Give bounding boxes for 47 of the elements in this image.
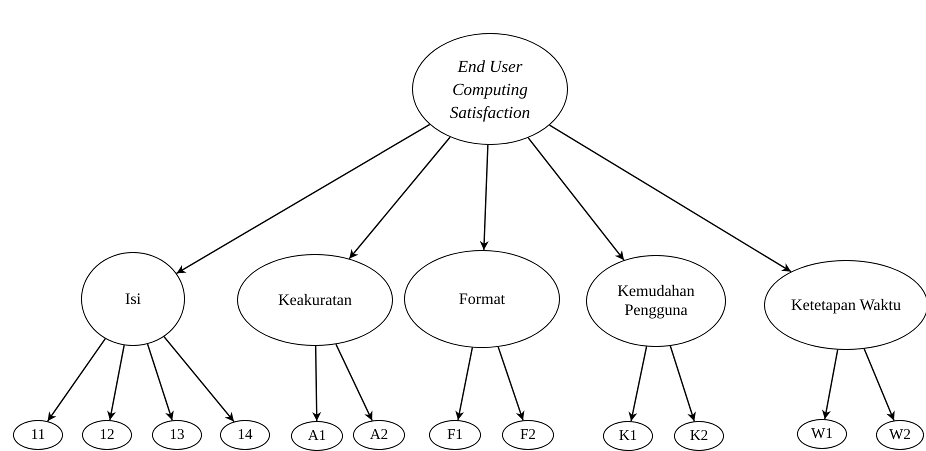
arrow xyxy=(348,136,451,260)
node-label: Ketetapan Waktu xyxy=(790,296,902,314)
node-label: W1 xyxy=(811,426,833,442)
ellipse-node xyxy=(82,420,132,450)
ellipse-node xyxy=(502,420,554,450)
node-label: K2 xyxy=(690,428,708,444)
arrow xyxy=(549,124,792,272)
arrow xyxy=(822,350,838,420)
arrow xyxy=(455,347,474,420)
arrow xyxy=(146,344,174,420)
ellipse-node xyxy=(353,420,405,450)
ellipse-node xyxy=(797,419,847,449)
node-label: End User Computing Satisfaction xyxy=(448,56,532,124)
arrow xyxy=(164,336,234,422)
arrow xyxy=(47,338,106,422)
arrow xyxy=(670,346,696,422)
ellipse-node xyxy=(291,421,343,451)
ellipse-node xyxy=(603,421,653,451)
ellipse-node xyxy=(13,420,63,450)
arrow xyxy=(312,346,322,421)
arrow xyxy=(107,345,125,420)
ellipse-node xyxy=(876,420,924,450)
ellipse-node xyxy=(674,421,724,451)
node-label: A1 xyxy=(308,428,326,444)
arrow xyxy=(480,144,489,250)
node-label: 13 xyxy=(170,426,184,444)
ellipse-node xyxy=(429,420,481,450)
ellipse-node xyxy=(220,420,270,450)
node-label: K1 xyxy=(618,428,638,444)
arrow xyxy=(528,137,625,261)
node-label: 14 xyxy=(238,426,252,444)
node-label: Isi xyxy=(124,290,142,308)
ellipse-node xyxy=(152,420,202,450)
node-label: Format xyxy=(458,290,506,308)
node-label: 11 xyxy=(30,426,46,444)
node-label: Keakuratan xyxy=(277,290,353,310)
arrow xyxy=(176,124,430,274)
node-label: F1 xyxy=(447,426,463,444)
node-label: 12 xyxy=(100,426,114,444)
node-label: A2 xyxy=(370,426,388,444)
arrow xyxy=(335,344,373,421)
node-label: Kemudahan Pengguna xyxy=(616,282,696,320)
node-label: W2 xyxy=(889,426,911,444)
arrow xyxy=(628,346,648,422)
arrow xyxy=(498,346,524,420)
arrow xyxy=(864,348,895,421)
node-label: F2 xyxy=(520,426,536,444)
